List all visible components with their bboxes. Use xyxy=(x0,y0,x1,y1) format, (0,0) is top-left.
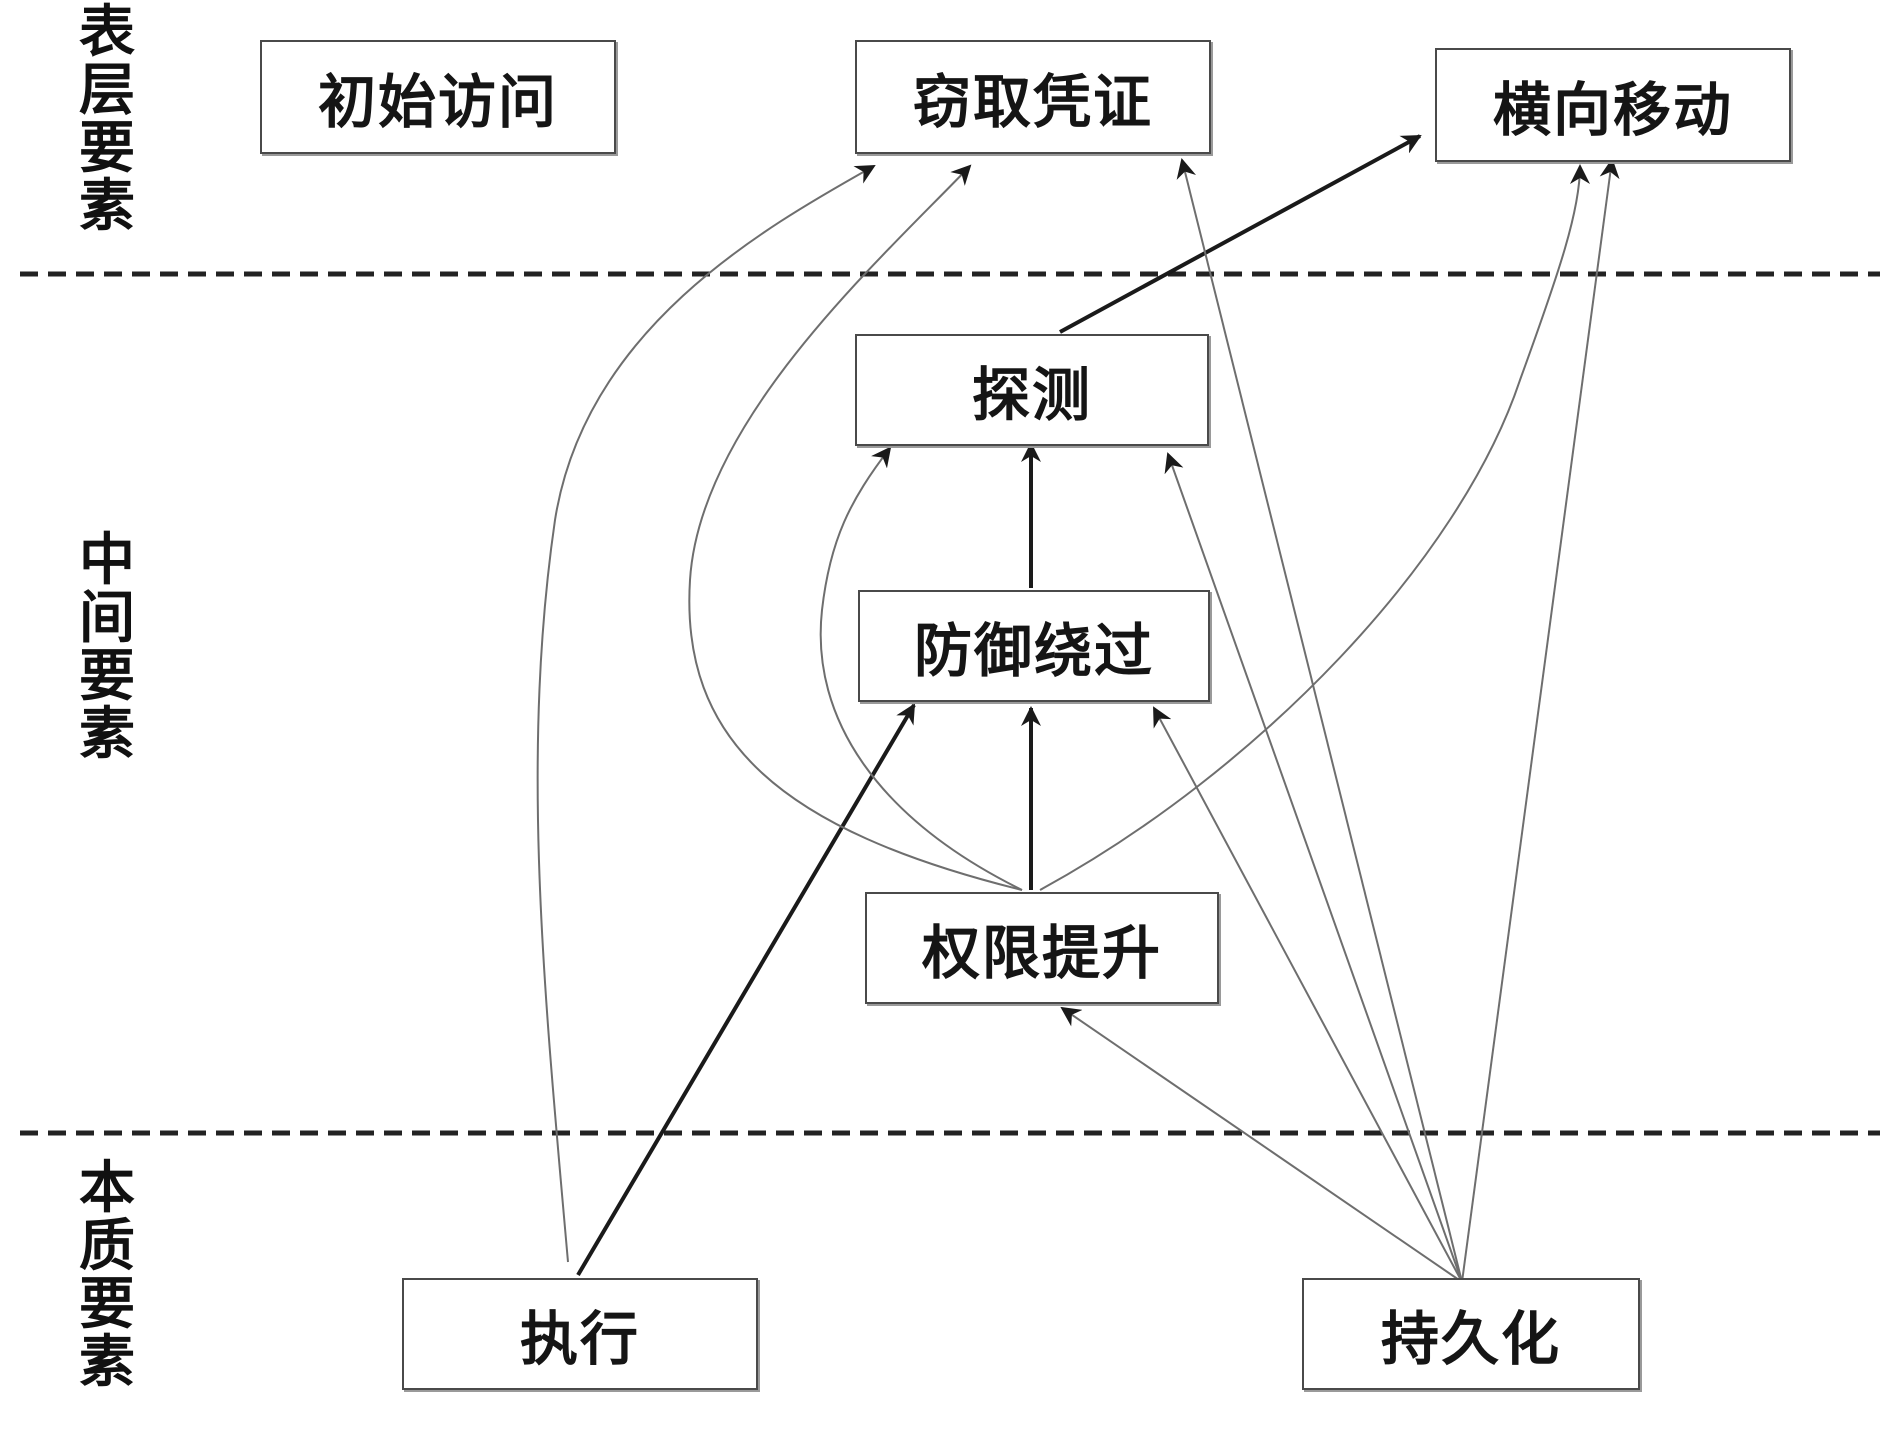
node-execution: 执行 xyxy=(402,1278,758,1390)
edge-persistence-to-lateral-movement xyxy=(1461,158,1620,1283)
node-initial-access: 初始访问 xyxy=(260,40,616,154)
edge-execution-to-credential-theft xyxy=(536,165,876,1263)
edge-persistence-to-credential-theft xyxy=(1176,158,1463,1283)
edge-persistence-to-discovery xyxy=(1164,452,1463,1283)
edge-persistence-to-defense-evasion xyxy=(1153,706,1463,1283)
node-discovery: 探测 xyxy=(855,334,1209,446)
node-defense-evasion: 防御绕过 xyxy=(858,590,1210,702)
edge-privilege-escalation-to-discovery xyxy=(819,446,1023,891)
node-lateral-movement: 横向移动 xyxy=(1435,48,1791,162)
layer-label-middle: 中间要素 xyxy=(79,528,135,767)
edge-execution-to-defense-evasion xyxy=(576,703,916,1277)
node-privilege-escalation: 权限提升 xyxy=(865,892,1219,1004)
edge-privilege-escalation-to-credential-theft xyxy=(688,164,1023,891)
layer-label-surface: 表层要素 xyxy=(79,0,135,239)
edge-discovery-to-lateral-movement xyxy=(1059,134,1422,334)
node-persistence: 持久化 xyxy=(1302,1278,1640,1390)
layer-label-essence: 本质要素 xyxy=(79,1156,135,1395)
edge-persistence-to-privilege-escalation xyxy=(1060,1006,1463,1283)
node-credential-theft: 窃取凭证 xyxy=(855,40,1211,154)
